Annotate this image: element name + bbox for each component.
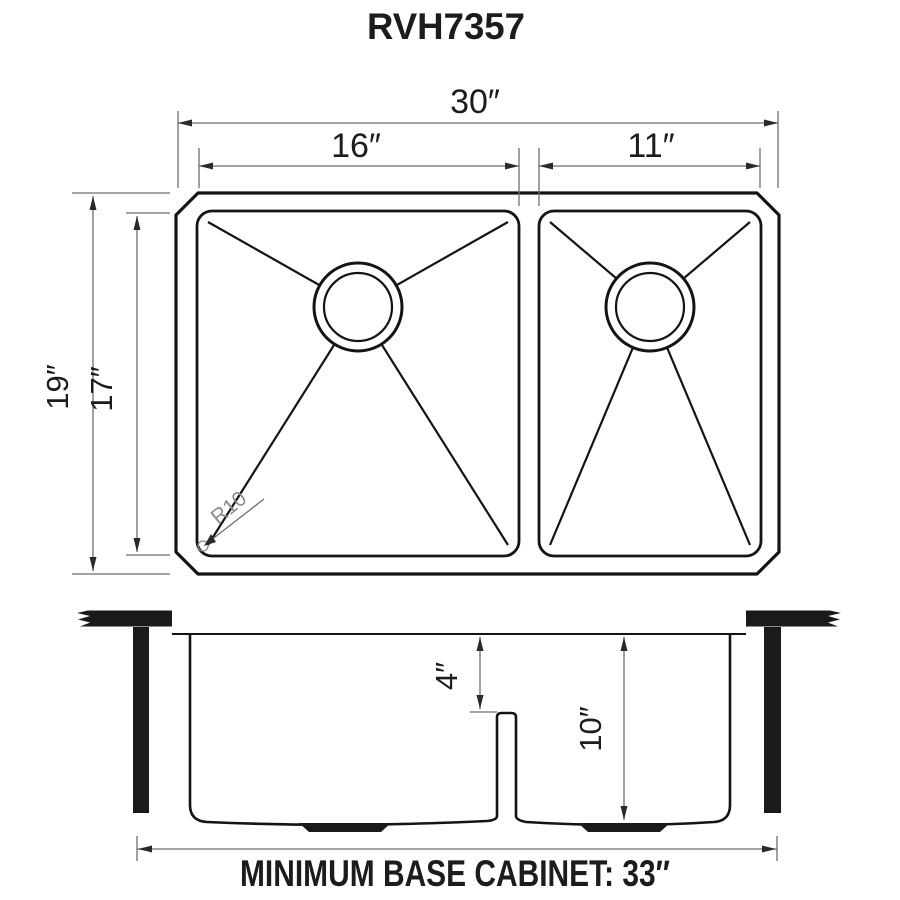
dim-overall-depth: 19″ (40, 192, 170, 575)
arrow-right-icon (505, 162, 519, 170)
radius-corner-mark (197, 540, 209, 552)
left-bowl-outline (195, 209, 521, 558)
arrow-right-icon (762, 845, 776, 853)
right-bowl-drain (604, 261, 696, 353)
corner-radius-label: R10 (207, 487, 251, 529)
right-cabinet-wall (764, 627, 781, 813)
arrow-up-icon (620, 637, 628, 651)
divider-reveal-label: 4″ (429, 662, 464, 690)
left-drain-fitting (299, 823, 391, 832)
overall-depth-label: 19″ (40, 364, 75, 409)
corner-radius-callout: R10 (197, 487, 265, 552)
right-bowl-outline (537, 209, 763, 558)
left-bowl-drain (312, 261, 404, 353)
left-bowl-width-label: 16″ (331, 127, 381, 165)
arrow-down-icon (476, 695, 484, 709)
model-number-title: RVH7357 (367, 6, 525, 47)
radius-leader-arrow-icon (204, 534, 216, 546)
arrow-down-icon (133, 538, 141, 552)
right-bowl-width-label: 11″ (627, 127, 674, 165)
arrow-left-icon (138, 845, 152, 853)
dim-left-bowl-width: 16″ (198, 127, 520, 206)
arrow-up-icon (89, 196, 97, 210)
arrow-up-icon (133, 216, 141, 230)
arrow-left-icon (539, 162, 553, 170)
sink-outer-rim-outline (174, 191, 781, 576)
right-countertop-break (746, 610, 841, 627)
bowl-depth-label: 10″ (573, 706, 608, 751)
dim-divider-reveal: 4″ (429, 637, 497, 713)
arrow-right-icon (764, 119, 778, 127)
arrow-up-icon (476, 637, 484, 651)
arrow-down-icon (89, 557, 97, 571)
top-view: R10 (174, 191, 781, 576)
arrow-right-icon (746, 162, 760, 170)
radius-leader-line (205, 498, 265, 545)
dim-bowl-depth: 10″ (573, 637, 628, 820)
left-countertop-break (77, 610, 172, 627)
arrow-left-icon (199, 162, 213, 170)
right-drain-fitting (578, 823, 670, 832)
min-base-cabinet-label: MINIMUM BASE CABINET: 33″ (240, 853, 670, 894)
dim-min-base-cabinet: MINIMUM BASE CABINET: 33″ (136, 836, 778, 894)
arrow-down-icon (620, 806, 628, 820)
overall-width-label: 30″ (450, 83, 500, 121)
left-cabinet-wall (133, 627, 149, 813)
arrow-left-icon (178, 119, 192, 127)
bowl-depth-front-back-label: 17″ (84, 366, 119, 411)
dim-right-bowl-width: 11″ (538, 127, 761, 206)
dim-bowl-depth-front-back: 17″ (84, 212, 170, 556)
dim-overall-width: 30″ (177, 83, 779, 188)
side-view: 4″ 10″ (77, 610, 841, 832)
